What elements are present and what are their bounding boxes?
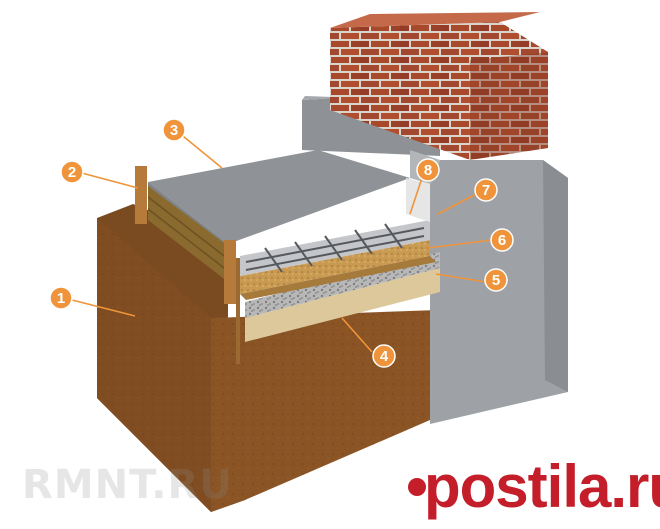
callout-4: 4 (372, 344, 396, 368)
layer-damper-strip (406, 178, 430, 222)
callout-2: 2 (60, 160, 84, 184)
formwork-boards (135, 166, 240, 364)
callout-1: 1 (49, 286, 73, 310)
layer-insulation (240, 240, 436, 300)
leader-line-5 (435, 273, 487, 283)
layer-sand (245, 268, 440, 342)
watermark-rmnt: RMNT.RU (22, 462, 233, 508)
leader-line-4 (341, 317, 373, 353)
callout-number: 1 (57, 290, 65, 307)
leader-line-2 (77, 171, 139, 189)
leader-line-6 (427, 239, 493, 249)
callout-number: 6 (498, 232, 506, 249)
brick-wall (330, 12, 548, 160)
callout-8: 8 (416, 158, 440, 182)
callout-number: 2 (68, 164, 76, 181)
leader-line-8 (409, 177, 423, 215)
postila-logo-icon (408, 478, 426, 496)
leader-lines (71, 131, 493, 353)
leader-line-7 (437, 193, 477, 215)
callout-3: 3 (162, 118, 186, 142)
callout-number: 7 (482, 182, 490, 199)
callout-7: 7 (474, 178, 498, 202)
layer-reinforced-screed (240, 220, 430, 276)
watermark-postila: postila.ru (424, 453, 660, 520)
callout-number: 5 (492, 272, 500, 289)
callout-5: 5 (484, 268, 508, 292)
callout-6: 6 (490, 228, 514, 252)
leader-line-1 (71, 299, 136, 317)
callout-number: 3 (170, 122, 178, 139)
callout-number: 8 (424, 162, 432, 179)
leader-line-3 (177, 131, 223, 169)
callout-number: 4 (380, 348, 389, 365)
